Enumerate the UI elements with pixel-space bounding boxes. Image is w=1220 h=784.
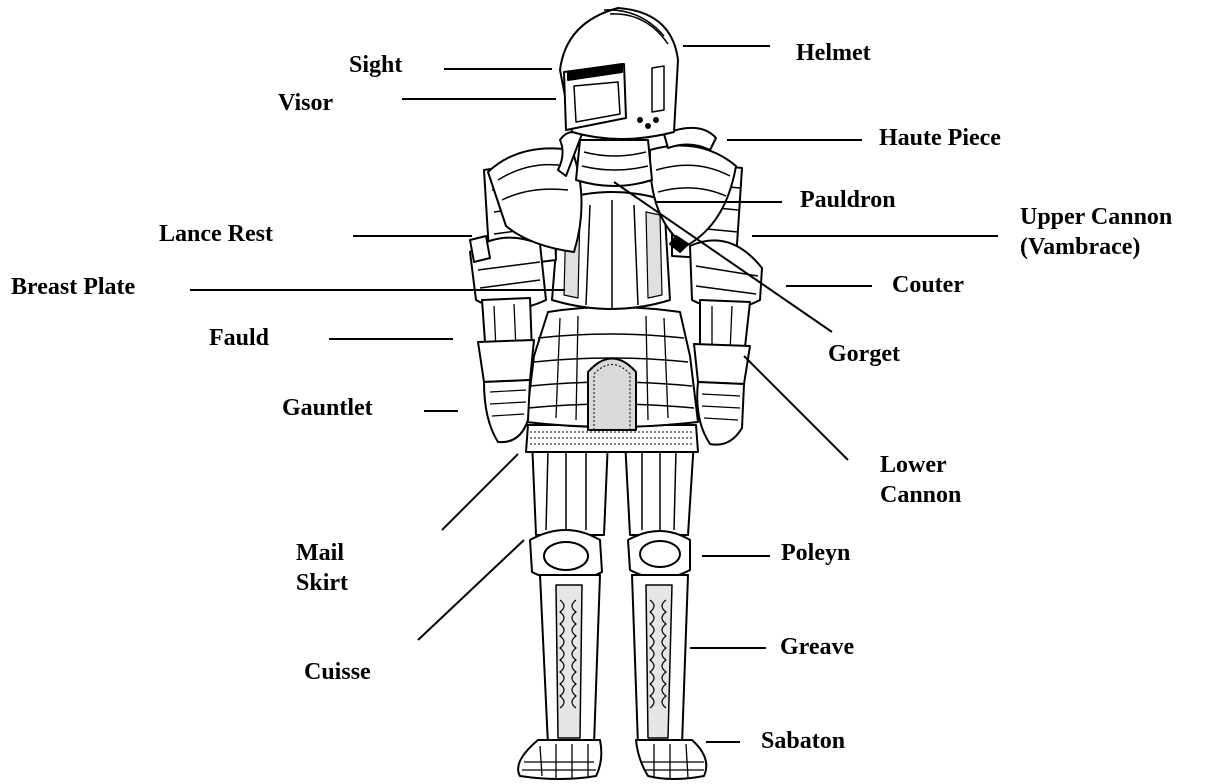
label-greave: Greave: [780, 632, 854, 662]
armor-illustration: [470, 8, 762, 779]
label-helmet: Helmet: [796, 38, 871, 68]
label-gorget: Gorget: [828, 339, 900, 369]
label-haute-piece: Haute Piece: [879, 123, 1001, 153]
label-upper-cannon: Upper Cannon (Vambrace): [1020, 202, 1172, 262]
leader-cuisse: [418, 540, 524, 640]
label-sabaton: Sabaton: [761, 726, 845, 756]
left-poleyn: [530, 530, 602, 581]
right-gauntlet: [694, 344, 750, 445]
left-sabaton: [518, 740, 601, 779]
label-cuisse: Cuisse: [304, 657, 371, 687]
left-greave: [540, 575, 600, 745]
leader-lower-cannon: [744, 356, 848, 460]
label-couter: Couter: [892, 270, 964, 300]
right-sabaton: [636, 740, 706, 779]
label-pauldron: Pauldron: [800, 185, 896, 215]
right-greave: [632, 575, 688, 745]
label-sight: Sight: [349, 50, 402, 80]
leader-mail-skirt: [442, 454, 518, 530]
left-gauntlet: [478, 340, 534, 442]
label-gauntlet: Gauntlet: [282, 393, 373, 423]
left-cuisse: [532, 440, 608, 535]
label-fauld: Fauld: [209, 323, 269, 353]
label-lance-rest: Lance Rest: [159, 219, 273, 249]
right-couter: [690, 240, 762, 309]
lance-rest: [470, 236, 490, 262]
right-poleyn: [628, 531, 690, 578]
label-visor: Visor: [278, 88, 333, 118]
label-mail-skirt: Mail Skirt: [296, 538, 348, 598]
fauld: [526, 307, 698, 430]
label-lower-cannon: Lower Cannon: [880, 450, 961, 510]
right-cuisse: [625, 440, 694, 535]
label-poleyn: Poleyn: [781, 538, 850, 568]
label-breast-plate: Breast Plate: [11, 272, 135, 302]
